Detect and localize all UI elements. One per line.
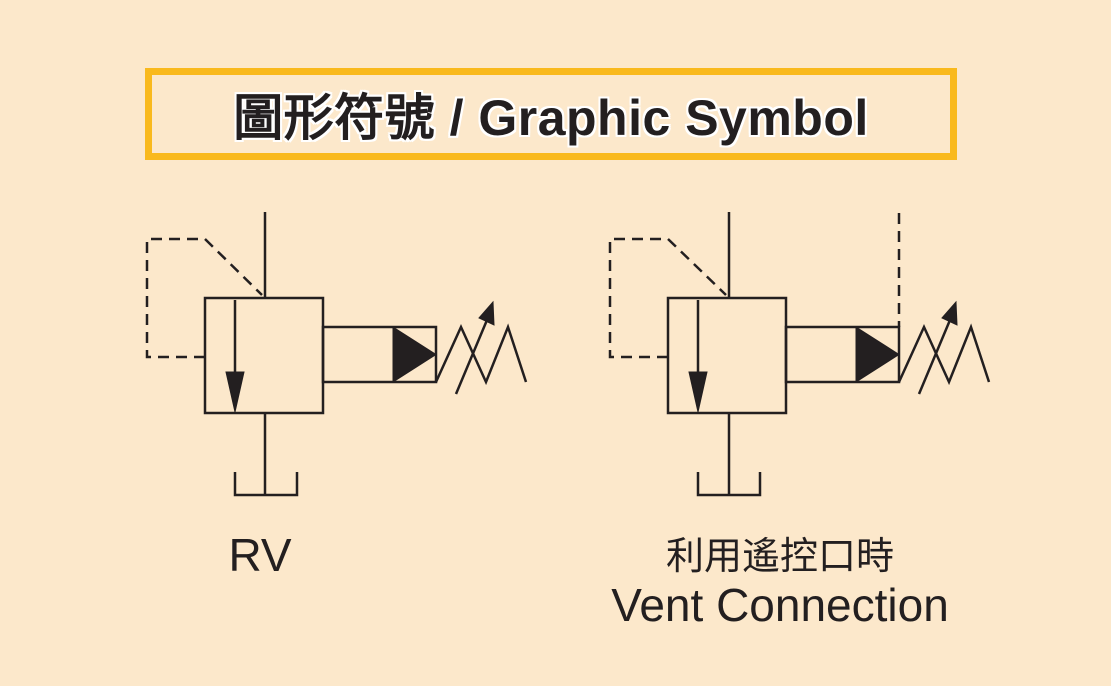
title-frame: 圖形符號 / Graphic Symbol [145,68,957,160]
spring [434,323,528,386]
flow-arrow-head [225,371,245,413]
adjust-arrow-head [478,300,495,326]
tank-symbol [233,472,299,497]
flow-arrow-head [688,371,708,413]
adjust-arrow-shaft [917,319,952,395]
relief-valve-symbol [145,212,528,497]
adjust-arrow-shaft [454,319,489,395]
pilot-line [145,237,263,359]
pilot-line [608,237,727,359]
vent-connection-symbol [608,212,991,497]
pilot-triangle [855,326,900,383]
diagram-title: 圖形符號 / Graphic Symbol [233,90,869,146]
tank-symbol [696,472,762,497]
pilot-triangle [392,326,437,383]
caption-vent-zh: 利用遙控口時 [665,534,894,578]
valve-body [666,296,788,415]
adjust-arrow-head [941,300,958,326]
spring [897,323,991,386]
valve-body [203,296,325,415]
caption-vent-en: Vent Connection [611,579,949,631]
caption-rv: RV [228,529,292,581]
